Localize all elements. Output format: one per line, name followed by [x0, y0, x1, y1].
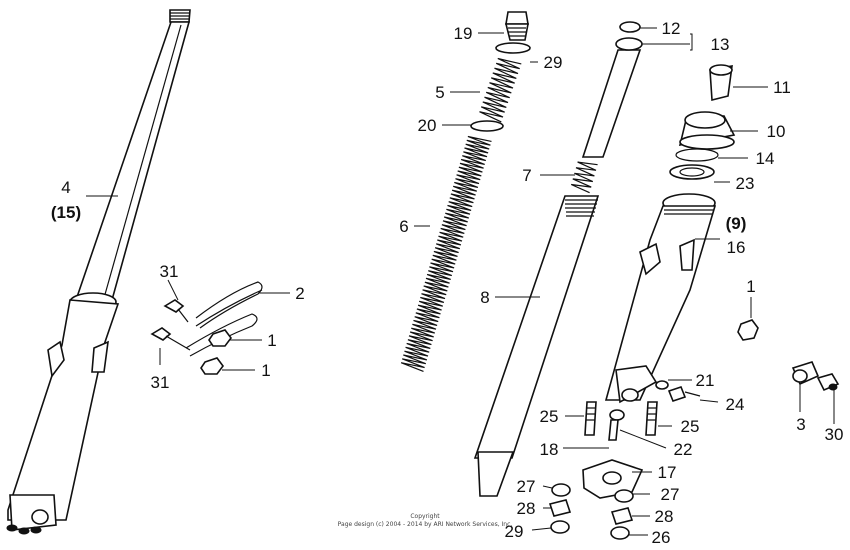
callout-26: 26 — [652, 528, 671, 547]
callout-29-top: 29 — [544, 53, 563, 72]
callout-13: 13 — [711, 35, 730, 54]
callout-30: 30 — [825, 425, 844, 444]
callout-22: 22 — [674, 440, 693, 459]
callout-10: 10 — [767, 122, 786, 141]
callout-15: (15) — [51, 203, 81, 222]
callout-28-right: 28 — [655, 507, 674, 526]
callout-11: 11 — [773, 78, 791, 97]
callout-27-left: 27 — [517, 477, 536, 496]
damper-tube — [473, 49, 642, 497]
callout-24: 24 — [726, 395, 745, 414]
callout-27-right: 27 — [661, 485, 680, 504]
callout-labels: 4 (15) 31 2 1 31 1 19 29 5 20 6 7 8 12 1… — [51, 19, 844, 547]
callout-23: 23 — [736, 174, 755, 193]
callout-1-a: 1 — [267, 331, 276, 350]
callout-29-bottom: 29 — [505, 522, 524, 541]
fork-slider-right — [604, 193, 717, 404]
copyright-title: Copyright — [410, 513, 440, 520]
fork-leg-assembly-left — [6, 9, 191, 535]
upper-seal-parts — [615, 21, 736, 180]
copyright-notice: Page design (c) 2004 - 2014 by ARI Netwo… — [338, 521, 513, 528]
callout-6: 6 — [399, 217, 408, 236]
fork-hardware-group — [150, 281, 263, 375]
axle-holder-parts — [548, 380, 701, 540]
callout-28-left: 28 — [517, 499, 536, 518]
leader-lines — [86, 27, 835, 536]
callout-18: 18 — [540, 440, 559, 459]
callout-5: 5 — [435, 83, 444, 102]
callout-4: 4 — [61, 178, 70, 197]
callout-1-b: 1 — [261, 361, 270, 380]
callout-16: 16 — [727, 238, 746, 257]
callout-25-left: 25 — [540, 407, 559, 426]
callout-20: 20 — [418, 116, 437, 135]
spring-column — [400, 11, 531, 372]
callout-25-right: 25 — [681, 417, 700, 436]
callout-31-top: 31 — [160, 262, 179, 281]
callout-9: (9) — [726, 214, 747, 233]
callout-17: 17 — [658, 463, 677, 482]
callout-14: 14 — [756, 149, 775, 168]
callout-12: 12 — [662, 19, 681, 38]
callout-1-c: 1 — [746, 277, 755, 296]
callout-8: 8 — [480, 288, 489, 307]
callout-21: 21 — [696, 371, 715, 390]
callout-7: 7 — [522, 166, 531, 185]
right-small-parts — [737, 319, 840, 392]
callout-19: 19 — [454, 24, 473, 43]
callout-2: 2 — [295, 284, 304, 303]
callout-31-bottom: 31 — [151, 373, 170, 392]
callout-3: 3 — [796, 415, 805, 434]
